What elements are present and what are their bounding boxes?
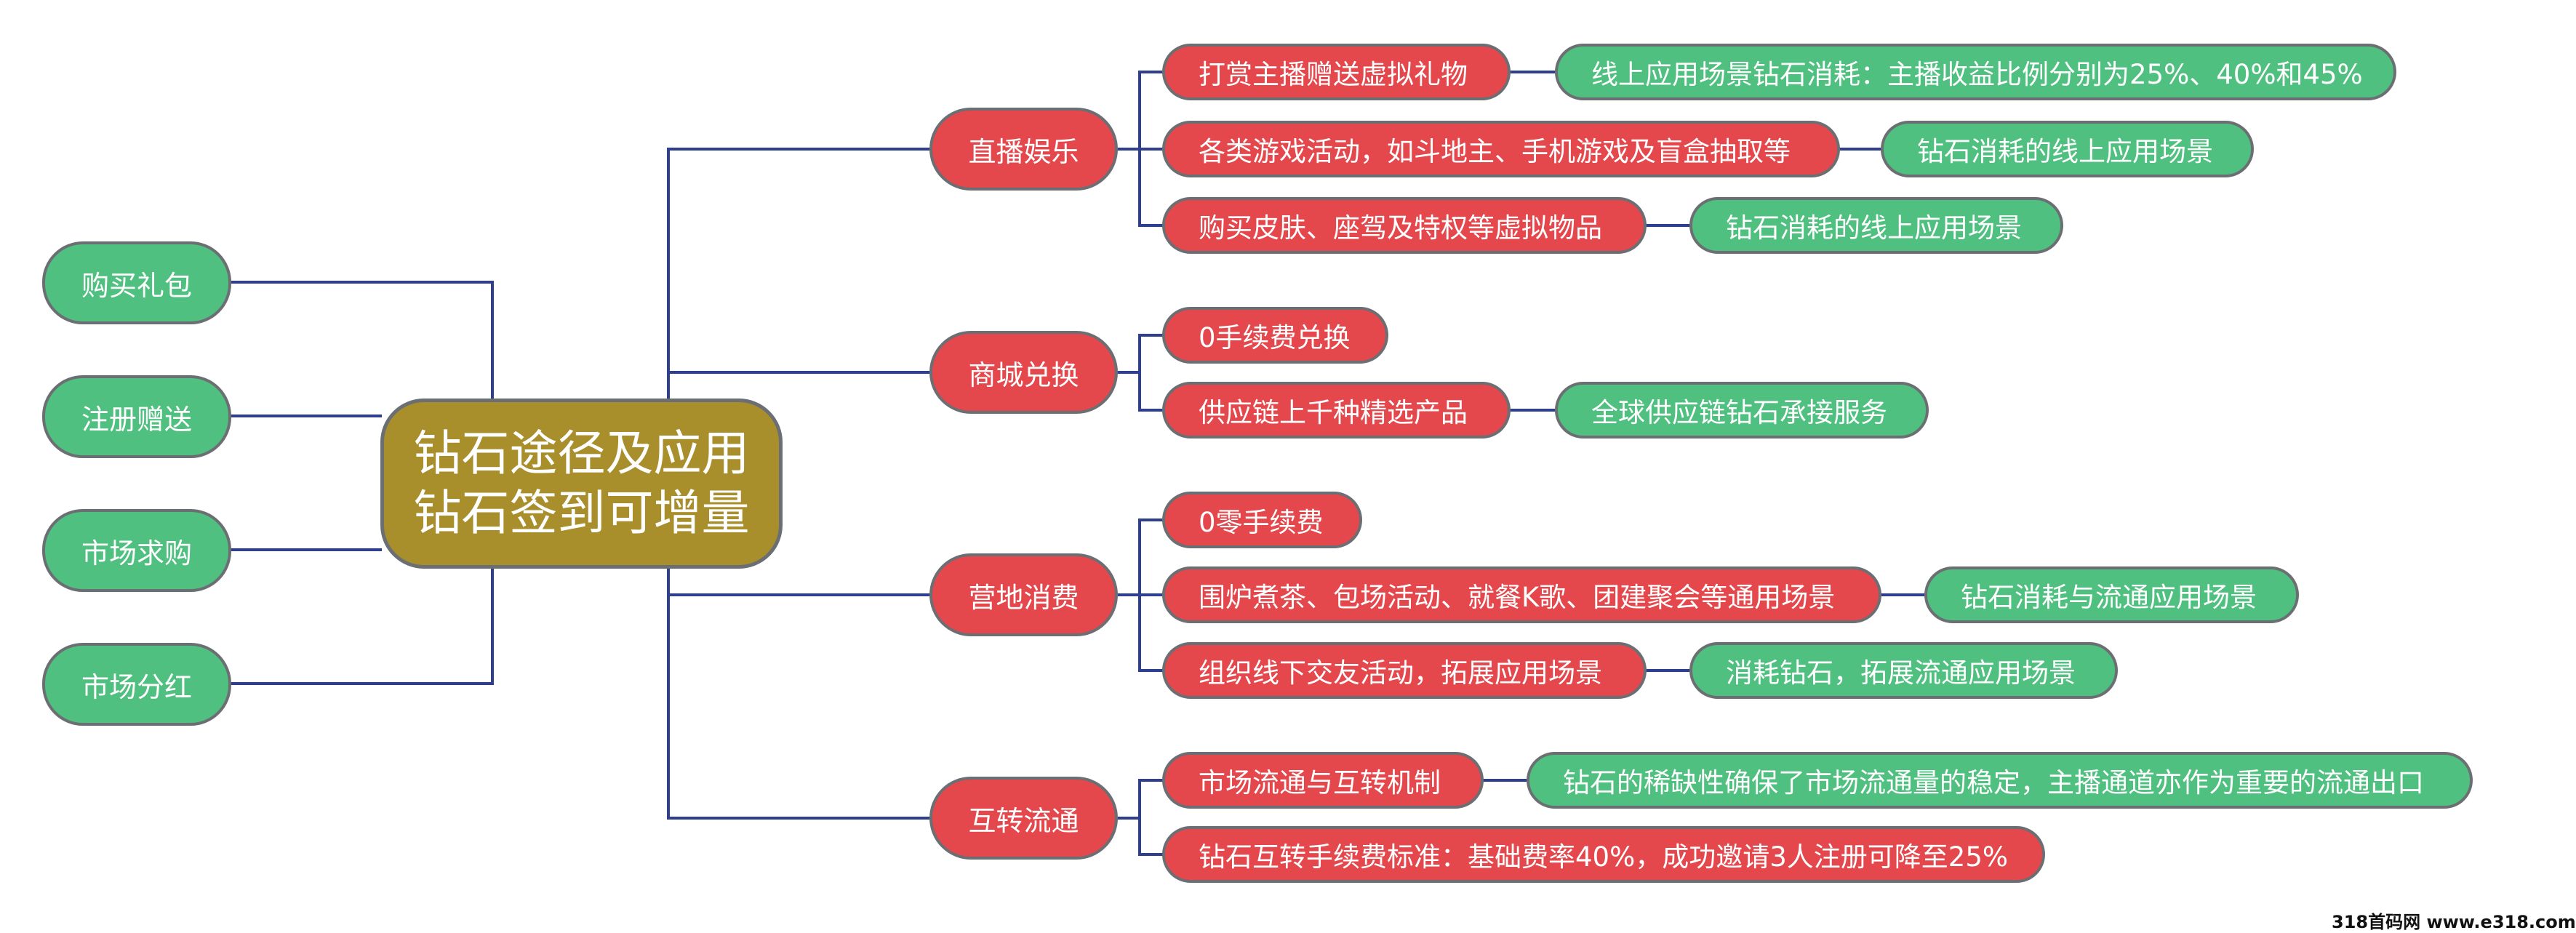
category-node-camp-consumption: 营地消费 — [929, 553, 1118, 636]
item-label: 供应链上千种精选产品 — [1199, 397, 1468, 428]
source-node-market-dividend: 市场分红 — [42, 643, 231, 726]
category-label: 商城兑换 — [968, 359, 1079, 391]
item-label: 组织线下交友活动，拓展应用场景 — [1199, 657, 1602, 689]
category-label: 互转流通 — [968, 804, 1079, 837]
item-node: 各类游戏活动，如斗地主、手机游戏及盲盒抽取等 — [1162, 121, 1840, 177]
category-node-live-streaming: 直播娱乐 — [929, 108, 1118, 191]
item-label: 0手续费兑换 — [1199, 322, 1351, 353]
source-label: 市场求购 — [81, 537, 192, 569]
category-node-mall-exchange: 商城兑换 — [929, 331, 1118, 414]
item-node: 钻石互转手续费标准：基础费率40%，成功邀请3人注册可降至25% — [1162, 826, 2045, 883]
item-node: 组织线下交友活动，拓展应用场景 — [1162, 642, 1647, 699]
category-label: 直播娱乐 — [968, 135, 1079, 168]
item-label: 钻石互转手续费标准：基础费率40%，成功邀请3人注册可降至25% — [1199, 841, 2009, 873]
detail-label: 钻石的稀缺性确保了市场流通量的稳定，主播通道亦作为重要的流通出口 — [1563, 767, 2424, 798]
site-watermark: 318首码网 www.e318.com — [2332, 912, 2576, 932]
detail-node: 钻石消耗的线上应用场景 — [1689, 197, 2063, 254]
detail-node: 钻石的稀缺性确保了市场流通量的稳定，主播通道亦作为重要的流通出口 — [1527, 752, 2473, 809]
item-node: 购买皮肤、座驾及特权等虚拟物品 — [1162, 197, 1647, 254]
detail-label: 钻石消耗与流通应用场景 — [1961, 582, 2257, 613]
item-node: 打赏主播赠送虚拟礼物 — [1162, 44, 1511, 100]
category-node-transfer-circulation: 互转流通 — [929, 777, 1118, 860]
detail-node: 钻石消耗的线上应用场景 — [1881, 121, 2254, 177]
detail-label: 线上应用场景钻石消耗：主播收益比例分别为25%、40%和45% — [1591, 59, 2363, 90]
item-label: 0零手续费 — [1199, 507, 1324, 538]
central-topic: 钻石途径及应用 钻石签到可增量 — [380, 399, 783, 569]
detail-label: 钻石消耗的线上应用场景 — [1917, 136, 2213, 167]
source-node-market-purchase: 市场求购 — [42, 509, 231, 592]
detail-label: 钻石消耗的线上应用场景 — [1726, 212, 2022, 244]
item-node: 0零手续费 — [1162, 492, 1362, 548]
item-label: 市场流通与互转机制 — [1199, 767, 1441, 798]
item-label: 打赏主播赠送虚拟礼物 — [1199, 59, 1468, 90]
detail-label: 消耗钻石，拓展流通应用场景 — [1726, 657, 2076, 689]
detail-node: 全球供应链钻石承接服务 — [1555, 382, 1929, 439]
source-label: 市场分红 — [81, 670, 192, 703]
item-label: 购买皮肤、座驾及特权等虚拟物品 — [1199, 212, 1602, 244]
source-label: 注册赠送 — [81, 403, 192, 436]
category-label: 营地消费 — [968, 581, 1079, 614]
detail-node: 线上应用场景钻石消耗：主播收益比例分别为25%、40%和45% — [1555, 44, 2396, 100]
source-node-registration-bonus: 注册赠送 — [42, 375, 231, 458]
source-label: 购买礼包 — [81, 269, 192, 302]
central-topic-line-1: 钻石途径及应用 — [413, 425, 750, 481]
detail-label: 全球供应链钻石承接服务 — [1591, 397, 1887, 428]
detail-node: 钻石消耗与流通应用场景 — [1924, 566, 2299, 623]
item-label: 各类游戏活动，如斗地主、手机游戏及盲盒抽取等 — [1199, 136, 1791, 167]
item-node: 围炉煮茶、包场活动、就餐K歌、团建聚会等通用场景 — [1162, 566, 1881, 623]
item-label: 围炉煮茶、包场活动、就餐K歌、团建聚会等通用场景 — [1199, 582, 1836, 613]
item-node: 供应链上千种精选产品 — [1162, 382, 1511, 439]
central-topic-line-2: 钻石签到可增量 — [413, 485, 750, 541]
item-node: 0手续费兑换 — [1162, 307, 1388, 364]
source-node-buy-gift-pack: 购买礼包 — [42, 241, 231, 324]
detail-node: 消耗钻石，拓展流通应用场景 — [1689, 642, 2118, 699]
item-node: 市场流通与互转机制 — [1162, 752, 1484, 809]
